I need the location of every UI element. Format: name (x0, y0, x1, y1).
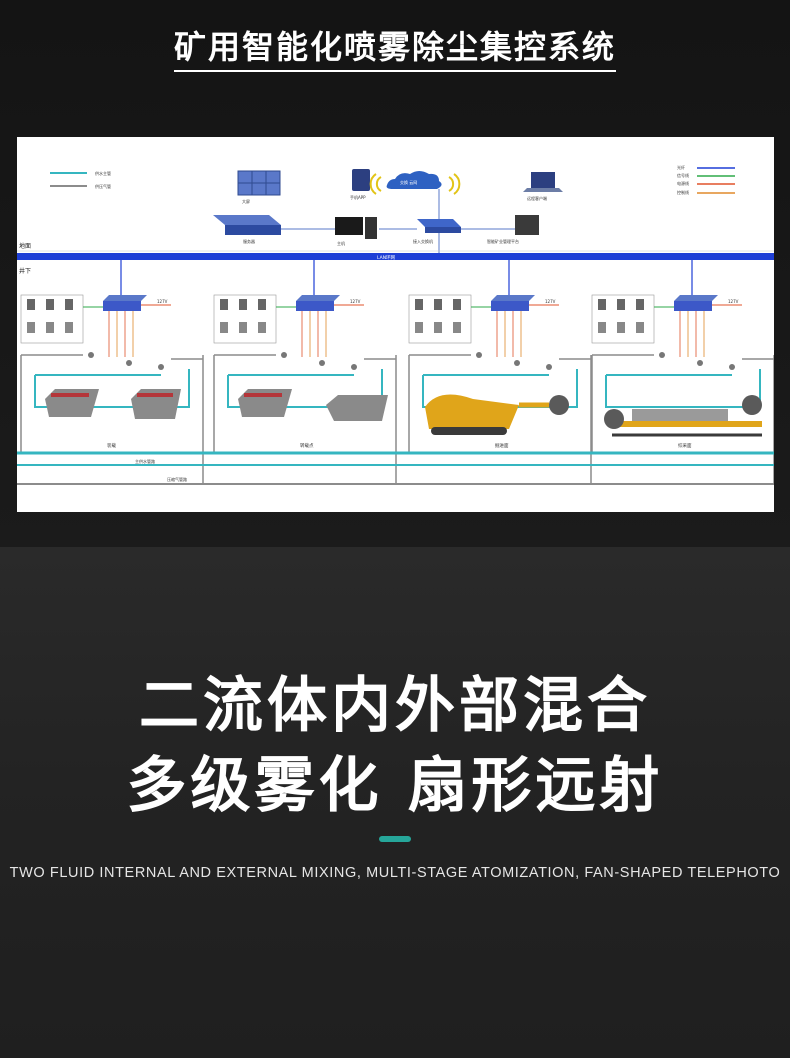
legend-air: 供压气管 (95, 183, 111, 189)
zone-label-4: 综采面 (678, 442, 692, 449)
lan-bus (17, 253, 774, 260)
label-voltage: 127V (350, 299, 361, 304)
legend-water: 供水主管 (95, 170, 111, 176)
label-remote-client: 远程客户端 (527, 195, 547, 201)
page-title: 矿用智能化喷雾除尘集控系统 (0, 22, 790, 72)
zone-panel-3: 127V 掘进面 (408, 260, 592, 484)
label-voltage: 127V (545, 299, 556, 304)
svg-text:光纤: 光纤 (677, 164, 685, 170)
label-voltage: 127V (157, 299, 168, 304)
label-platform: 智能矿业管理平台 (487, 238, 519, 244)
svg-text:信号线: 信号线 (677, 172, 689, 178)
zone-label-3: 掘进面 (495, 442, 509, 449)
zones-group: 127V 装载 127V 转载点 127V 掘进面 127V 综采面 (20, 260, 774, 484)
headline-mixing: 二流体内外部混合 (139, 671, 651, 741)
label-lan: LAN环网 (377, 255, 396, 261)
feature-section: 二流体内外部混合 多级雾化 扇形远射 TWO FLUID INTERNAL AN… (0, 547, 790, 1058)
label-phone-app: 手机APP (350, 194, 366, 200)
zone-panel-4: 127V 综采面 (591, 260, 774, 484)
label-access-switch: 接入交换机 (413, 238, 433, 244)
headline-atomization: 多级雾化 扇形远射 (126, 751, 664, 821)
label-surface: 地面 (19, 242, 31, 250)
top-section: 矿用智能化喷雾除尘集控系统 供水主管 供压气管 光纤 信号线 电源线 控制线 (0, 0, 790, 547)
label-voltage: 127V (728, 299, 739, 304)
zone-label-2: 转载点 (300, 442, 314, 449)
label-big-screen: 大屏 (242, 198, 250, 204)
accent-bar (379, 836, 411, 842)
zone-panel-1: 127V 装载 (20, 260, 204, 484)
svg-text:电源线: 电源线 (677, 180, 689, 186)
label-main-air: 压缩气管路 (167, 476, 187, 482)
system-diagram: 供水主管 供压气管 光纤 信号线 电源线 控制线 大屏 (17, 137, 774, 512)
zone-panel-2: 127V 转载点 (213, 260, 397, 484)
svg-text:控制线: 控制线 (677, 189, 689, 195)
label-cloud: 交换 云网 (400, 179, 417, 185)
label-server: 服务器 (243, 238, 255, 244)
legend-left: 供水主管 供压气管 (50, 170, 111, 189)
legend-right: 光纤 信号线 电源线 控制线 (677, 164, 735, 195)
english-subtitle: TWO FLUID INTERNAL AND EXTERNAL MIXING, … (9, 865, 781, 881)
label-underground: 井下 (19, 267, 31, 275)
label-host: 主机 (337, 240, 345, 246)
zone-label-1: 装载 (107, 442, 116, 449)
top-devices: 大屏 手机APP 交换 云网 远程客户端 服务器 主机 (213, 169, 563, 255)
label-main-water: 主供水管路 (135, 458, 155, 464)
